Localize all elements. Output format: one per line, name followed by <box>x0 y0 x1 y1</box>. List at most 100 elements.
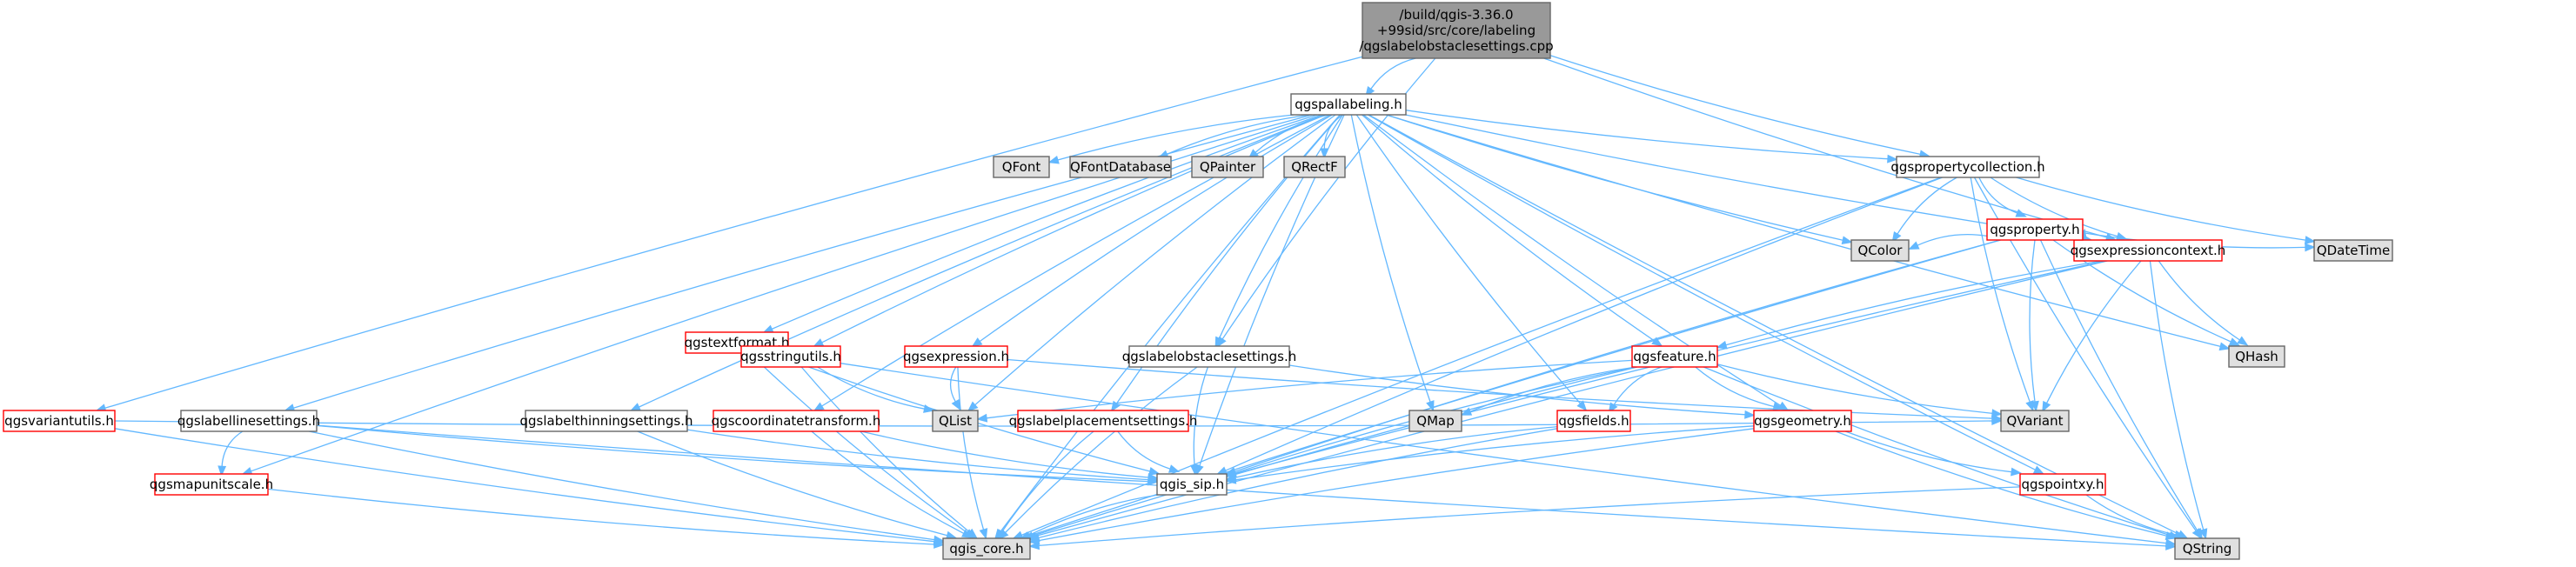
node-qgsvariantutils[interactable]: qgsvariantutils.h <box>3 410 116 432</box>
edge-qgspallabeling-to-qgslabelthinningsettings <box>629 114 1325 412</box>
edge-line <box>821 114 1331 407</box>
edge-arrowhead <box>971 337 983 348</box>
edge-arrowhead <box>2174 530 2186 539</box>
node-qgsfields[interactable]: qgsfields.h <box>1556 410 1631 432</box>
edge-line <box>957 366 985 530</box>
node-box <box>904 345 1008 368</box>
node-label: QPainter <box>1200 159 1256 175</box>
edge-arrowhead <box>2032 465 2045 475</box>
node-box <box>1283 156 1346 178</box>
edge-qgspallabeling-to-qgsfields <box>1355 114 1588 411</box>
node-qgsstringutils[interactable]: qgsstringutils.h <box>740 345 841 368</box>
edge-qgspallabeling-to-QFont <box>1047 114 1295 164</box>
node-label: qgspropertycollection.h <box>1890 159 2044 175</box>
edge-qgsfeature-to-QList <box>976 359 1633 423</box>
edge-qgspointxy-to-qgis_core <box>1028 486 2021 550</box>
node-label: qgsgeometry.h <box>1754 413 1851 429</box>
edge-qgspallabeling-to-qgstextformat <box>762 114 1322 333</box>
node-qgis_core: qgis_core.h <box>942 537 1031 560</box>
node-qgslabellinesettings[interactable]: qgslabellinesettings.h <box>177 410 320 432</box>
edge-line <box>1032 366 1638 537</box>
edge-qgsproperty-to-qgis_sip <box>1225 239 2001 476</box>
edge-line <box>316 424 2167 547</box>
edge-line <box>1355 114 1582 404</box>
node-qgspointxy[interactable]: qgspointxy.h <box>2019 473 2106 496</box>
edge-qgspallabeling-to-qgsfeature <box>1362 114 1663 347</box>
node-qgsexpressioncontext[interactable]: qgsexpressioncontext.h <box>2071 239 2226 262</box>
edge-arrowhead <box>1841 236 1853 244</box>
node-label: qgsvariantutils.h <box>4 413 114 429</box>
edge-line <box>1386 114 2221 348</box>
node-qgsproperty[interactable]: qgsproperty.h <box>1986 218 2084 241</box>
node-box <box>154 473 269 496</box>
node-QList: QList <box>932 410 979 432</box>
edge-line <box>637 430 947 537</box>
edge-arrowhead <box>2237 336 2249 346</box>
node-qgstextformat[interactable]: qgstextformat.h <box>685 331 790 354</box>
node-qgis_sip[interactable]: qgis_sip.h <box>1156 473 1228 496</box>
node-box <box>180 410 318 432</box>
edge-root-to-qgsexpressioncontext <box>1543 57 2118 242</box>
node-qgsgeometry[interactable]: qgsgeometry.h <box>1753 410 1852 432</box>
edge-arrowhead <box>762 324 774 333</box>
edge-qgspallabeling-to-QColor <box>1386 114 1853 244</box>
edge-qgsmapunitscale-to-qgis_core <box>267 488 945 549</box>
edge-arrowhead <box>1887 154 1898 163</box>
node-QFont: QFont <box>993 156 1050 178</box>
node-QString: QString <box>2174 537 2240 560</box>
edge-line <box>1549 55 1921 156</box>
edge-qgspointxy-to-QString <box>2085 494 2186 539</box>
edge-line <box>1917 233 1988 246</box>
edge-line <box>1469 366 1636 412</box>
edge-line <box>1897 177 1957 235</box>
node-label: QHash <box>2235 349 2278 364</box>
node-qgsexpression[interactable]: qgsexpression.h <box>903 345 1009 368</box>
node-label: QDateTime <box>2317 243 2390 258</box>
edge-qgspallabeling-to-QList <box>967 114 1336 412</box>
node-qgspropertycollection[interactable]: qgspropertycollection.h <box>1890 156 2045 178</box>
edge-line <box>1350 114 1431 403</box>
node-box <box>1128 345 1290 368</box>
edge-line <box>1005 366 1198 533</box>
node-box <box>713 410 880 432</box>
edge-qgspallabeling-to-qgslabelobstaclesettings <box>1214 114 1343 348</box>
edge-line <box>1835 430 2167 537</box>
node-qgscoordinatetransform[interactable]: qgscoordinatetransform.h <box>712 410 881 432</box>
node-layer: /build/qgis-3.36.0+99sid/src/core/labeli… <box>3 2 2393 560</box>
edge-arrowhead <box>1147 472 1159 482</box>
edge-line <box>293 114 1313 409</box>
node-qgsfeature[interactable]: qgsfeature.h <box>1631 345 1718 368</box>
edge-line <box>1001 430 1094 532</box>
edge-qgsstringutils-to-qgis_core <box>800 366 978 539</box>
edge-line <box>1695 366 1775 408</box>
edge-arrowhead <box>1908 241 1920 250</box>
node-label: qgis_sip.h <box>1160 477 1224 493</box>
node-label: QString <box>2183 541 2232 557</box>
node-qgspallabeling[interactable]: qgspallabeling.h <box>1290 93 1407 116</box>
node-box <box>3 410 116 432</box>
edge-line <box>2158 260 2240 341</box>
edge-arrowhead <box>2015 209 2027 217</box>
node-box <box>1362 2 1551 59</box>
edge-line <box>1117 430 1171 470</box>
edge-line <box>1405 114 2083 239</box>
node-qgslabelobstaclesettings[interactable]: qgslabelobstaclesettings.h <box>1122 345 1296 368</box>
edge-line <box>2149 260 2205 530</box>
edge-line <box>2045 260 2142 404</box>
edge-arrowhead <box>2042 400 2051 413</box>
edge-qgsgeometry-to-QString <box>1835 430 2177 540</box>
node-box <box>1017 410 1189 432</box>
node-label: /qgslabelobstaclesettings.cpp <box>1359 38 1553 54</box>
node-qgsmapunitscale[interactable]: qgsmapunitscale.h <box>150 473 273 496</box>
edge-qgsgeometry-to-qgis_core <box>1028 428 1755 545</box>
node-box <box>942 537 1031 560</box>
node-qgslabelplacementsettings[interactable]: qgslabelplacementsettings.h <box>1009 410 1198 432</box>
edge-qgspropertycollection-to-qgsproperty <box>1978 177 2027 217</box>
edge-arrowhead <box>1225 475 1237 484</box>
node-QHash: QHash <box>2228 345 2285 368</box>
edge-line <box>986 359 1633 419</box>
node-qgslabelthinningsettings[interactable]: qgslabelthinningsettings.h <box>520 410 693 432</box>
edge-line <box>2016 177 2306 241</box>
edge-arrowhead <box>813 338 825 348</box>
edge-qgspallabeling-to-QMap <box>1350 114 1435 412</box>
